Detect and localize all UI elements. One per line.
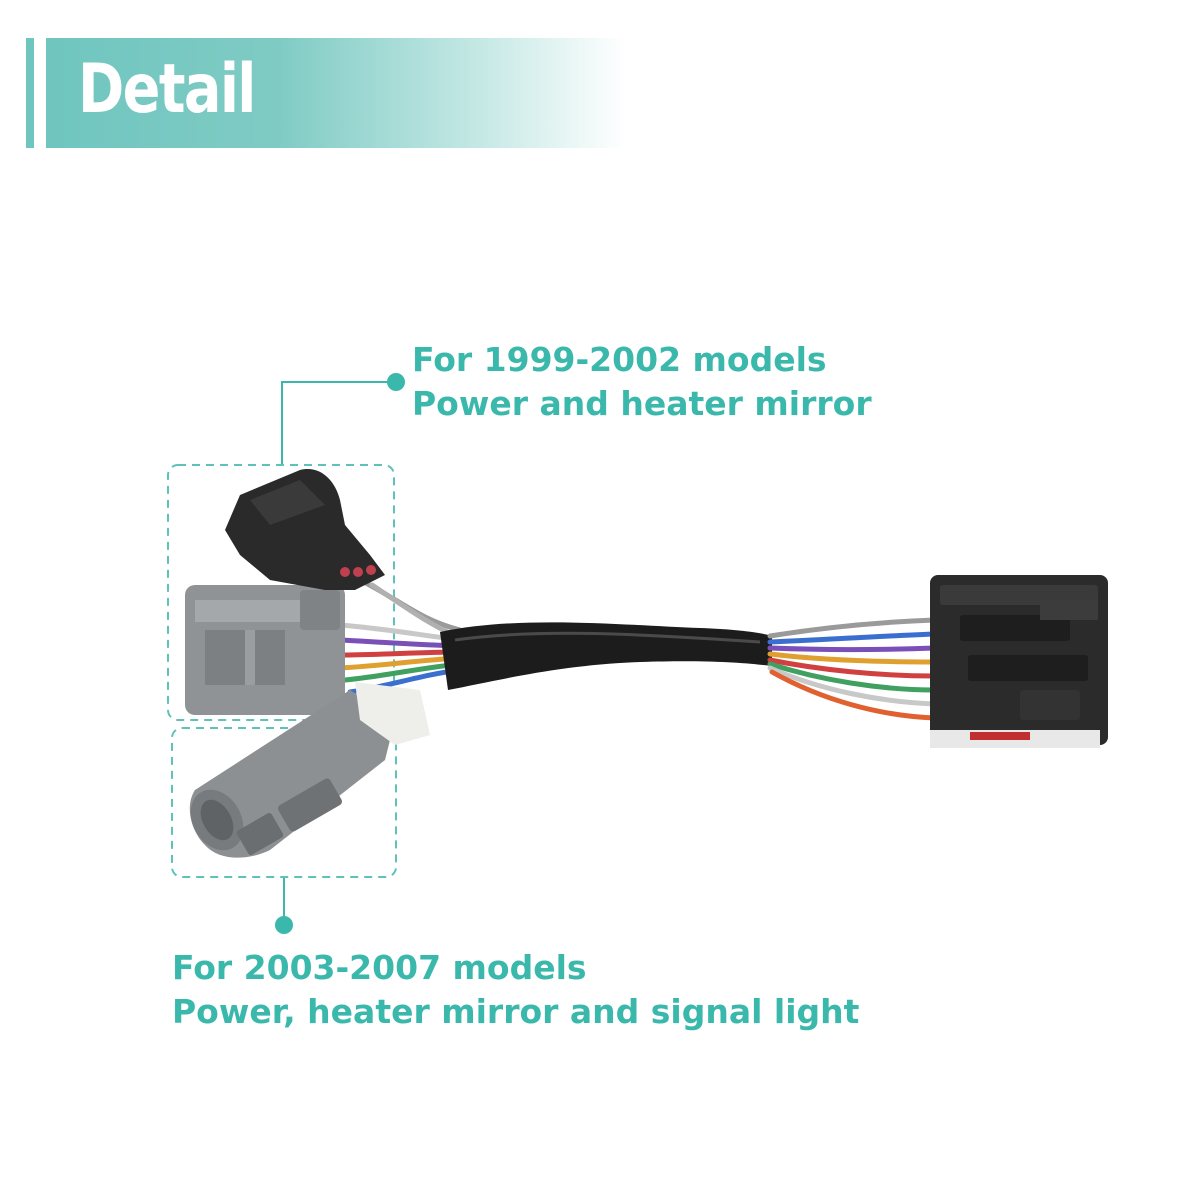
gray-block-connector (185, 585, 345, 715)
right-wires (767, 617, 938, 721)
callout-top: For 1999-2002 models Power and heater mi… (412, 338, 872, 426)
black-top-connector (225, 469, 385, 590)
right-connector (930, 575, 1108, 748)
callout-bottom-line1: For 2003-2007 models (172, 948, 587, 987)
callout-top-line2: Power and heater mirror (412, 384, 872, 423)
detail-banner: Detail (26, 38, 626, 148)
banner-title: Detail (78, 50, 256, 129)
banner-background (46, 38, 626, 148)
banner-accent-bar (26, 38, 34, 148)
highlight-box-bottom (171, 727, 397, 878)
gray-round-connector (189, 682, 430, 858)
callout-top-leader (281, 373, 405, 465)
callout-bottom-line2: Power, heater mirror and signal light (172, 992, 860, 1031)
highlight-box-top (167, 464, 395, 721)
callout-bottom: For 2003-2007 models Power, heater mirro… (172, 946, 859, 1034)
callout-top-line1: For 1999-2002 models (412, 340, 827, 379)
cable-sheath (440, 622, 772, 690)
callout-bottom-leader (275, 877, 293, 934)
